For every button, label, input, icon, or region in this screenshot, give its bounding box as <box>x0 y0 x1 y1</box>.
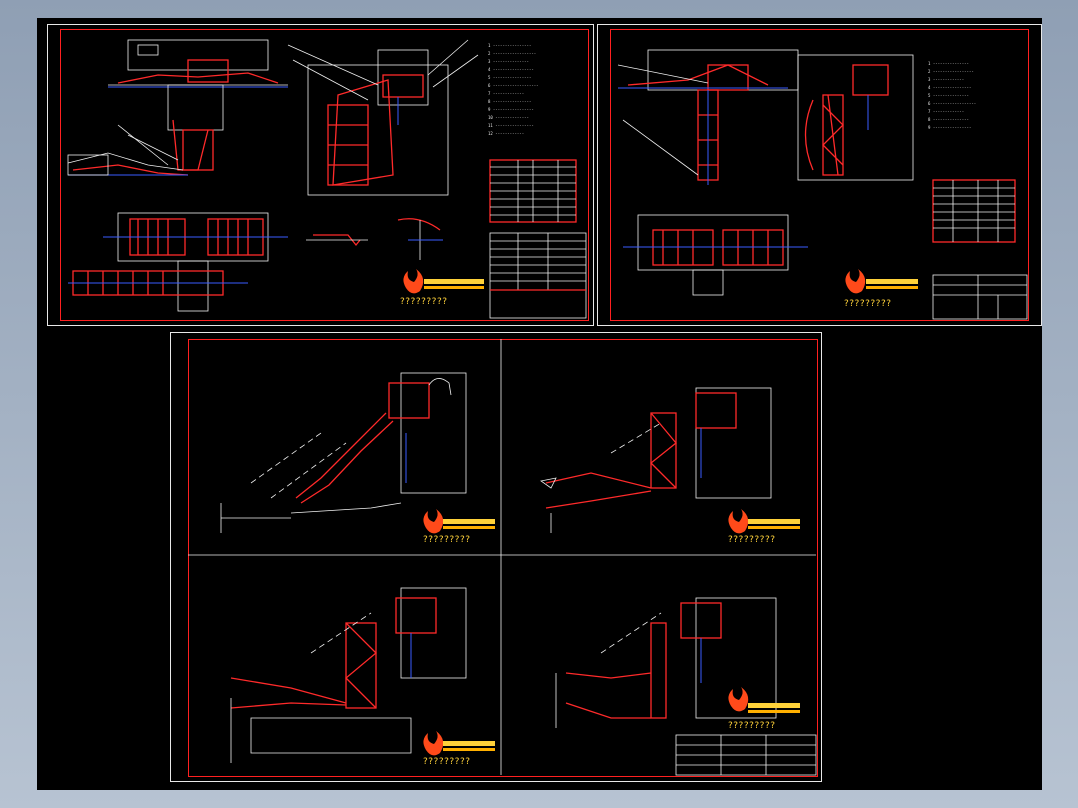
svg-text:10 --------------: 10 -------------- <box>488 115 529 120</box>
svg-text:2 ------------------: 2 ------------------ <box>488 51 536 56</box>
panel-3-linework <box>230 587 467 763</box>
sheet-1-company-text: ????????? <box>400 297 448 307</box>
svg-text:12 ------------: 12 ------------ <box>488 131 524 136</box>
sheet-1-linework: 1 ---------------- 2 ------------------ 3… <box>67 39 587 319</box>
sheet-1-border <box>60 29 589 321</box>
sheet-2-border <box>610 29 1029 321</box>
sheet-3-border <box>188 339 818 777</box>
cad-drawing-canvas[interactable]: 1 ---------------- 2 ------------------ 3… <box>37 18 1042 790</box>
svg-text:5 ---------------: 5 --------------- <box>928 93 969 98</box>
svg-text:5 ----------------: 5 ---------------- <box>488 75 531 80</box>
sheet-2-linework: 1 --------------- 2 ----------------- 3 -… <box>617 49 1028 320</box>
svg-text:11 ----------------: 11 ---------------- <box>488 123 534 128</box>
svg-text:6 ------------------: 6 ------------------ <box>928 101 976 106</box>
svg-text:9 ----------------: 9 ---------------- <box>928 125 971 130</box>
panel-4-company-text: ????????? <box>728 721 776 731</box>
svg-text:9 -----------------: 9 ----------------- <box>488 107 534 112</box>
svg-text:6 -------------------: 6 ------------------- <box>488 83 539 88</box>
panel-1-company-text: ????????? <box>423 535 471 545</box>
svg-text:4 -----------------: 4 ----------------- <box>488 67 534 72</box>
panel-2-linework <box>540 387 772 533</box>
sheet-2-company-text: ????????? <box>844 299 892 309</box>
panel-2-company-text: ????????? <box>728 535 776 545</box>
svg-text:2 -----------------: 2 ----------------- <box>928 69 974 74</box>
drawing-sheet-3: ????????? ????????? ????????? ????????? <box>170 332 822 782</box>
svg-text:4 ----------------: 4 ---------------- <box>928 85 971 90</box>
svg-text:7 -------------: 7 ------------- <box>928 109 964 114</box>
panel-3-company-text: ????????? <box>423 757 471 767</box>
svg-text:1 ----------------: 1 ---------------- <box>488 43 531 48</box>
svg-text:8 ---------------: 8 --------------- <box>928 117 969 122</box>
svg-text:1 ---------------: 1 --------------- <box>928 61 969 66</box>
drawing-sheet-2: 1 --------------- 2 ----------------- 3 -… <box>597 24 1042 326</box>
company-logo-icon <box>845 269 866 294</box>
svg-text:3 -------------: 3 ------------- <box>928 77 964 82</box>
svg-text:3 ---------------: 3 --------------- <box>488 59 529 64</box>
panel-4-linework <box>555 597 777 728</box>
drawing-sheet-1: 1 ---------------- 2 ------------------ 3… <box>47 24 594 326</box>
svg-text:7 -------------: 7 ------------- <box>488 91 524 96</box>
company-logo-icon <box>403 269 424 294</box>
panel-1-linework <box>220 372 467 533</box>
sheet-3-linework <box>188 339 817 776</box>
svg-text:8 ----------------: 8 ---------------- <box>488 99 531 104</box>
